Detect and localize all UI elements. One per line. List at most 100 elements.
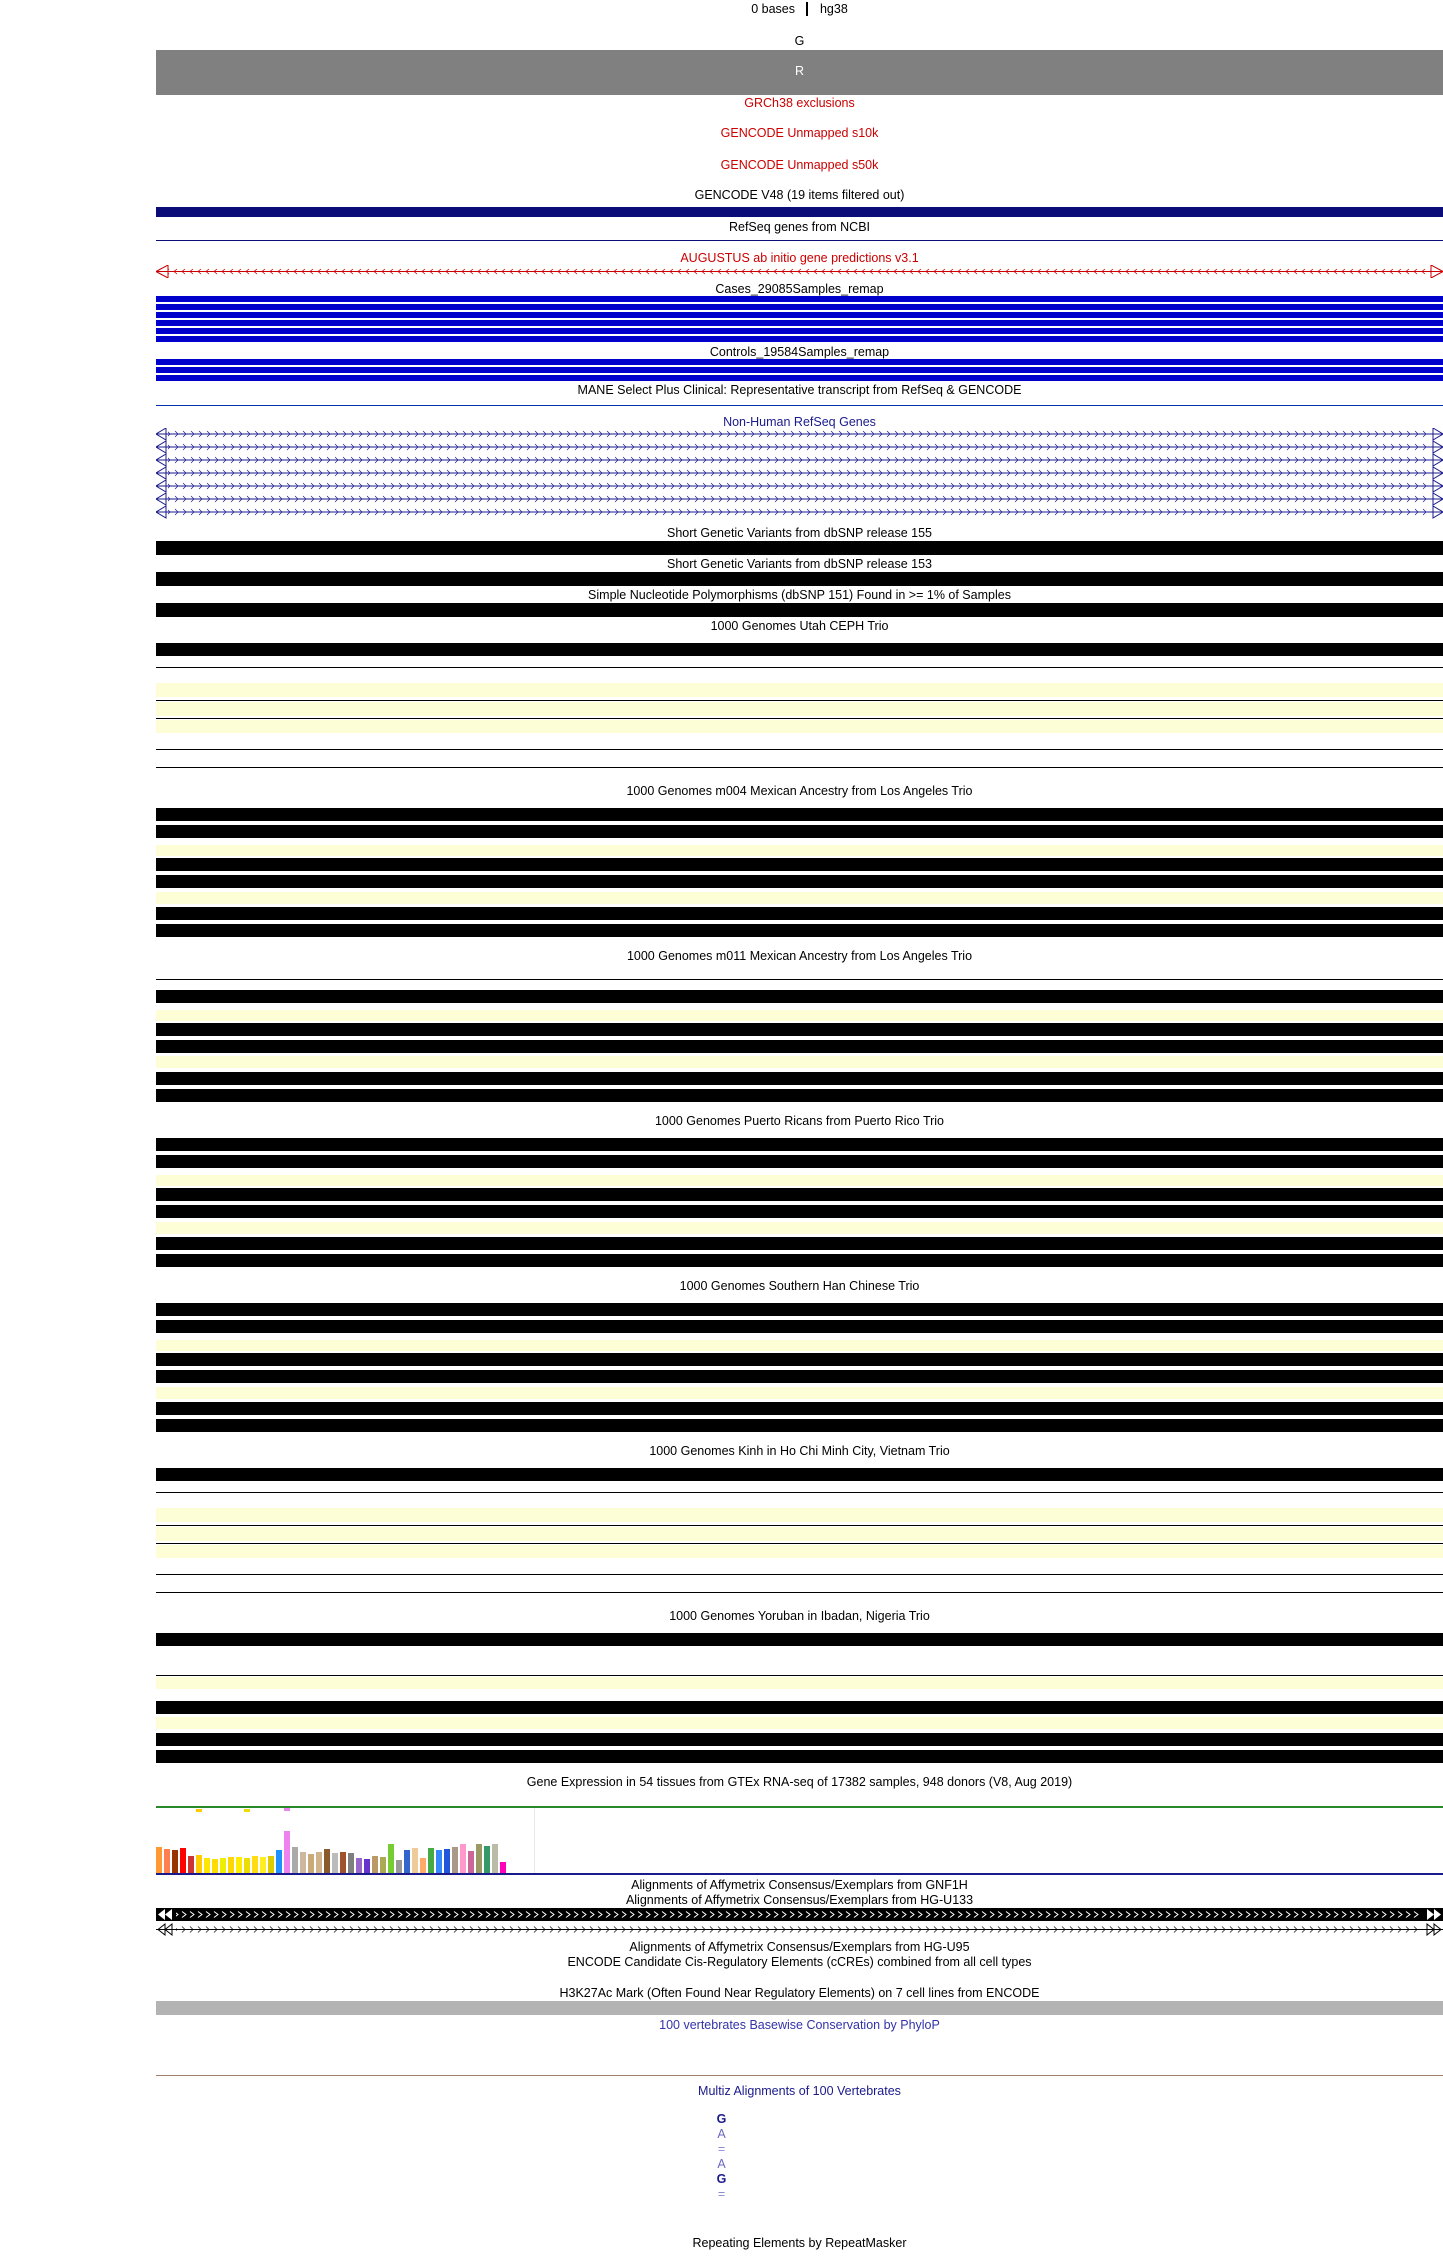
gtex-tissue-bar[interactable] xyxy=(444,1849,450,1873)
trio-row[interactable] xyxy=(156,1750,1443,1763)
track-label-phylop[interactable]: 100 vertebrates Basewise Conservation by… xyxy=(659,2018,940,2032)
trio-row[interactable] xyxy=(156,1527,1443,1541)
track-label-h3k27ac[interactable]: H3K27Ac Mark (Often Found Near Regulator… xyxy=(559,1986,1040,2000)
track-label-yoruban[interactable]: 1000 Genomes Yoruban in Ibadan, Nigeria … xyxy=(669,1609,930,1623)
trio-row[interactable] xyxy=(156,1072,1443,1085)
trio-row[interactable] xyxy=(156,683,1443,697)
trio-row[interactable] xyxy=(156,1353,1443,1366)
track-label-augustus[interactable]: AUGUSTUS ab initio gene predictions v3.1 xyxy=(680,251,919,265)
gtex-tissue-bar[interactable] xyxy=(284,1831,290,1873)
track-label-repeat[interactable]: Repeating Elements by RepeatMasker xyxy=(692,2236,907,2250)
track-label-m004[interactable]: 1000 Genomes m004 Mexican Ancestry from … xyxy=(626,784,973,798)
track-label-refseq[interactable]: RefSeq genes from NCBI xyxy=(728,220,871,234)
trio-row[interactable] xyxy=(156,1056,1443,1068)
gtex-tissue-bar[interactable] xyxy=(372,1856,378,1873)
gtex-tissue-bar[interactable] xyxy=(468,1851,474,1873)
nonhuman-row-4[interactable] xyxy=(156,466,1443,480)
mane-feature[interactable] xyxy=(156,405,1443,406)
trio-row[interactable] xyxy=(156,858,1443,871)
track-label-multiz[interactable]: Multiz Alignments of 100 Vertebrates xyxy=(698,2084,901,2098)
track-label-unmapped50k[interactable]: GENCODE Unmapped s50k xyxy=(720,158,879,172)
track-label-snp155[interactable]: Short Genetic Variants from dbSNP releas… xyxy=(667,526,932,540)
gtex-tissue-bar[interactable] xyxy=(388,1844,394,1873)
track-label-snp153[interactable]: Short Genetic Variants from dbSNP releas… xyxy=(667,557,932,571)
trio-row[interactable] xyxy=(156,1222,1443,1234)
trio-row[interactable] xyxy=(156,1089,1443,1102)
complement-track-bar[interactable] xyxy=(156,50,1443,95)
track-label-snp151[interactable]: Simple Nucleotide Polymorphisms (dbSNP 1… xyxy=(588,588,1011,602)
snp151-feature[interactable] xyxy=(156,603,1443,617)
gtex-tissue-bar[interactable] xyxy=(180,1848,186,1873)
gtex-tissue-bar[interactable] xyxy=(228,1857,234,1873)
gtex-tissue-bar[interactable] xyxy=(292,1847,298,1873)
gtex-tissue-bar[interactable] xyxy=(436,1850,442,1873)
track-label-han[interactable]: 1000 Genomes Southern Han Chinese Trio xyxy=(679,1279,920,1293)
gtex-tissue-bar[interactable] xyxy=(260,1857,266,1873)
controls-row[interactable] xyxy=(156,359,1443,365)
trio-row[interactable] xyxy=(156,1370,1443,1383)
track-label-nonhuman[interactable]: Non-Human RefSeq Genes xyxy=(723,415,876,429)
cases-row[interactable] xyxy=(156,312,1443,318)
gtex-tissue-bar[interactable] xyxy=(476,1844,482,1873)
gtex-tissue-bar[interactable] xyxy=(164,1849,170,1873)
trio-row[interactable] xyxy=(156,1254,1443,1267)
gtex-tissue-bar[interactable] xyxy=(412,1848,418,1873)
gtex-tissue-bar[interactable] xyxy=(452,1847,458,1873)
trio-row[interactable] xyxy=(156,1633,1443,1646)
snp155-feature[interactable] xyxy=(156,541,1443,555)
track-label-gnf1h[interactable]: Alignments of Affymetrix Consensus/Exemp… xyxy=(631,1878,968,1892)
gtex-tissue-bar[interactable] xyxy=(420,1858,426,1873)
gtex-tissue-bar[interactable] xyxy=(348,1853,354,1873)
trio-row[interactable] xyxy=(156,1508,1443,1522)
gtex-tissue-bar[interactable] xyxy=(316,1852,322,1873)
cases-row[interactable] xyxy=(156,320,1443,326)
trio-row[interactable] xyxy=(156,1701,1443,1714)
trio-row[interactable] xyxy=(156,1040,1443,1053)
trio-row[interactable] xyxy=(156,1303,1443,1316)
controls-row[interactable] xyxy=(156,367,1443,373)
trio-row[interactable] xyxy=(156,1733,1443,1746)
gtex-tissue-bar[interactable] xyxy=(236,1857,242,1873)
trio-row[interactable] xyxy=(156,1237,1443,1250)
trio-row[interactable] xyxy=(156,1205,1443,1218)
track-label-gencode[interactable]: GENCODE V48 (19 items filtered out) xyxy=(694,188,905,202)
trio-row[interactable] xyxy=(156,1717,1443,1729)
gencode-feature[interactable] xyxy=(156,207,1443,217)
track-label-hgu133[interactable]: Alignments of Affymetrix Consensus/Exemp… xyxy=(625,1893,974,1907)
gtex-tissue-bar[interactable] xyxy=(340,1852,346,1873)
track-label-puerto[interactable]: 1000 Genomes Puerto Ricans from Puerto R… xyxy=(654,1114,945,1128)
hgu95-feature[interactable] xyxy=(156,1923,1443,1936)
nonhuman-row-5[interactable] xyxy=(156,479,1443,493)
trio-row[interactable] xyxy=(156,892,1443,904)
trio-row[interactable] xyxy=(156,808,1443,821)
trio-row[interactable] xyxy=(156,1387,1443,1399)
gtex-tissue-bar[interactable] xyxy=(500,1862,506,1873)
gtex-tissue-bar[interactable] xyxy=(404,1850,410,1873)
gtex-tissue-bar[interactable] xyxy=(204,1858,210,1873)
trio-row[interactable] xyxy=(156,924,1443,937)
nonhuman-row-3[interactable] xyxy=(156,453,1443,467)
nonhuman-row-1[interactable] xyxy=(156,428,1443,441)
trio-row[interactable] xyxy=(156,907,1443,920)
trio-row[interactable] xyxy=(156,875,1443,888)
augustus-feature[interactable] xyxy=(156,265,1443,278)
nonhuman-features[interactable] xyxy=(156,428,1443,524)
trio-row[interactable] xyxy=(156,643,1443,656)
trio-row[interactable] xyxy=(156,1188,1443,1201)
cases-row[interactable] xyxy=(156,296,1443,302)
trio-row[interactable] xyxy=(156,702,1443,716)
cases-row[interactable] xyxy=(156,336,1443,342)
gtex-tissue-bar[interactable] xyxy=(484,1846,490,1873)
track-label-hgu95[interactable]: Alignments of Affymetrix Consensus/Exemp… xyxy=(629,1940,970,1954)
trio-row[interactable] xyxy=(156,1402,1443,1415)
trio-row[interactable] xyxy=(156,720,1443,733)
gtex-tissue-bar[interactable] xyxy=(268,1856,274,1873)
gtex-tissue-bar[interactable] xyxy=(252,1856,258,1873)
refseq-feature[interactable] xyxy=(156,240,1443,241)
hgu133-feature[interactable] xyxy=(156,1908,1443,1921)
trio-row[interactable] xyxy=(156,1175,1443,1186)
gtex-tissue-bar[interactable] xyxy=(492,1844,498,1873)
gtex-tissue-bar[interactable] xyxy=(308,1854,314,1873)
nonhuman-row-7[interactable] xyxy=(156,505,1443,519)
track-label-unmapped10k[interactable]: GENCODE Unmapped s10k xyxy=(720,126,879,140)
